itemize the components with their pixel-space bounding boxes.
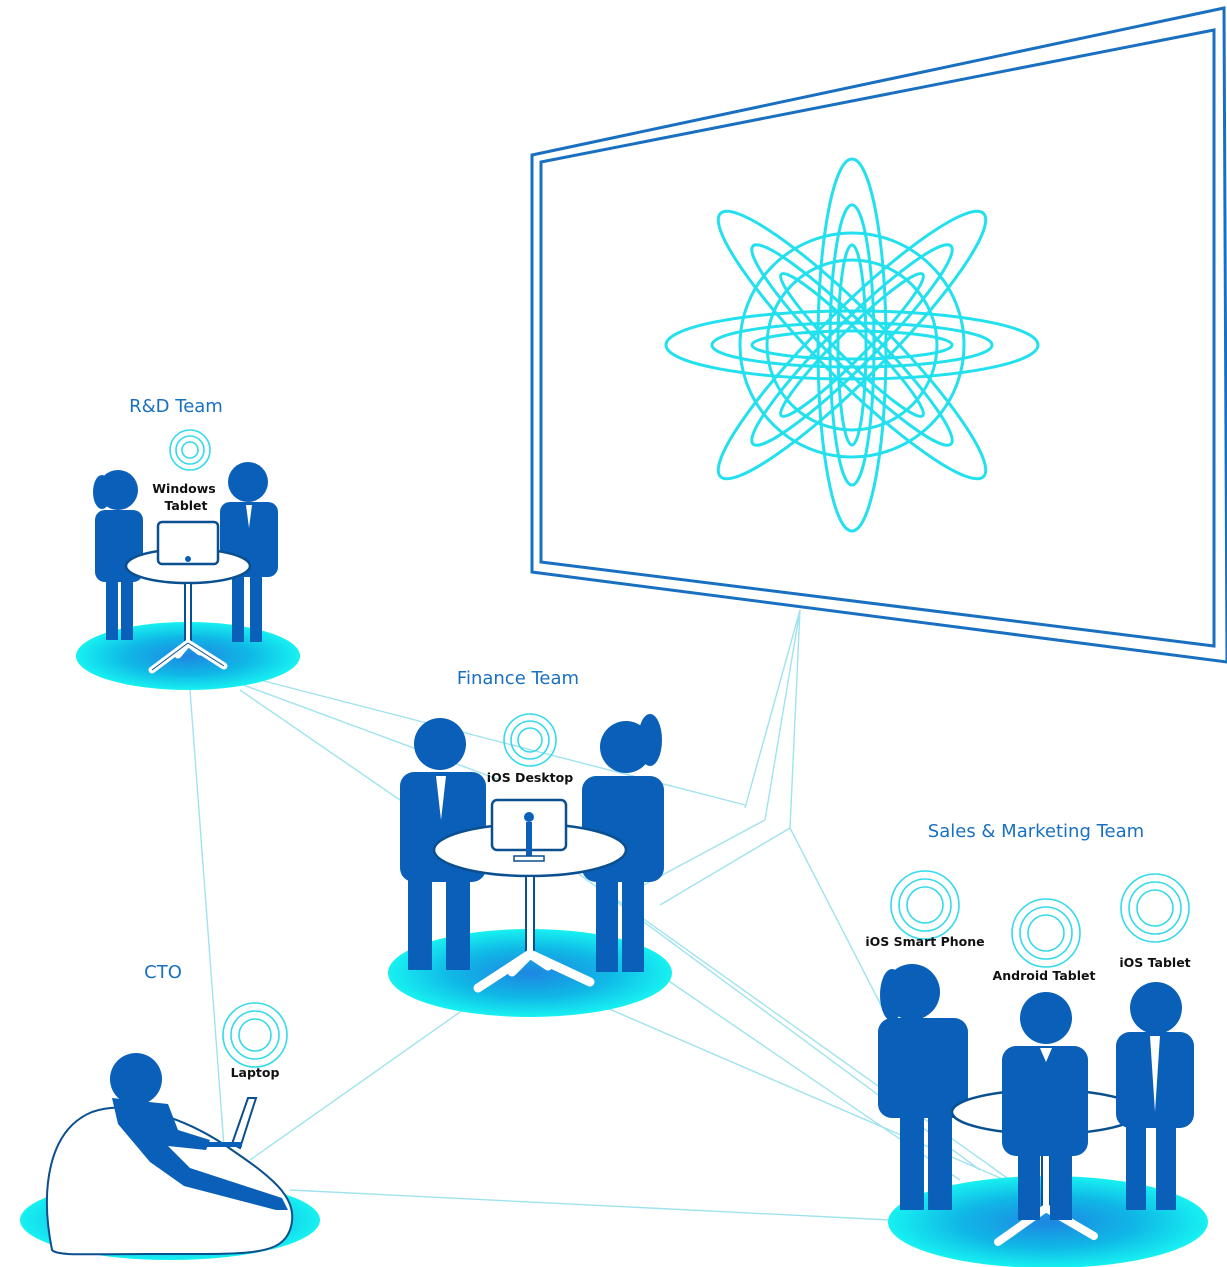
person-woman <box>878 964 968 1210</box>
finance-team-title: Finance Team <box>457 668 579 689</box>
sales-team-group: Sales & Marketing Team <box>865 821 1208 1267</box>
wifi-icon <box>1120 873 1190 943</box>
sales-device-label-tablet: iOS Tablet <box>1119 955 1190 970</box>
person-man <box>220 462 278 642</box>
display-screen-icon <box>530 6 1227 664</box>
tablet-icon <box>156 520 220 566</box>
rnd-team-group: R&D Team <box>76 396 300 690</box>
sales-team-title: Sales & Marketing Team <box>928 821 1144 842</box>
wifi-icon <box>222 1002 288 1068</box>
rosette-petal <box>750 243 954 447</box>
rosette-graphic <box>664 157 1040 533</box>
rnd-device-label-line2: Tablet <box>164 498 207 513</box>
rnd-device-label-line1: Windows <box>152 481 216 496</box>
rosette-petal <box>836 243 868 447</box>
rosette-petal <box>779 272 925 418</box>
wifi-icon <box>890 870 960 940</box>
cto-title: CTO <box>144 962 182 983</box>
person-man <box>1116 982 1194 1210</box>
wifi-icon <box>1011 898 1081 968</box>
rnd-team-title: R&D Team <box>129 396 223 417</box>
cto-group: CTO Laptop <box>20 962 320 1260</box>
finance-device-label: iOS Desktop <box>487 770 573 785</box>
beanbag-icon <box>45 1106 294 1256</box>
rosette-petal <box>716 209 988 481</box>
sales-device-label-phone: iOS Smart Phone <box>865 934 984 949</box>
person-man <box>1002 992 1088 1220</box>
finance-team-group: Finance Team <box>388 668 672 1017</box>
wifi-icon <box>503 713 557 767</box>
rosette-petal <box>664 309 1040 381</box>
rosette-petal <box>710 321 994 369</box>
rosette-petal <box>750 243 954 447</box>
rosette-petal <box>716 209 988 481</box>
rosette-petal <box>750 329 954 361</box>
rosette-petal <box>828 203 876 487</box>
rosette-petal <box>779 272 925 418</box>
cto-device-label: Laptop <box>231 1065 280 1080</box>
sales-device-label-android: Android Tablet <box>993 968 1096 983</box>
person-woman <box>93 470 143 640</box>
desktop-icon <box>490 798 568 862</box>
wifi-icon <box>169 429 211 471</box>
laptop-icon <box>196 1097 258 1150</box>
rosette-petal <box>816 157 888 533</box>
